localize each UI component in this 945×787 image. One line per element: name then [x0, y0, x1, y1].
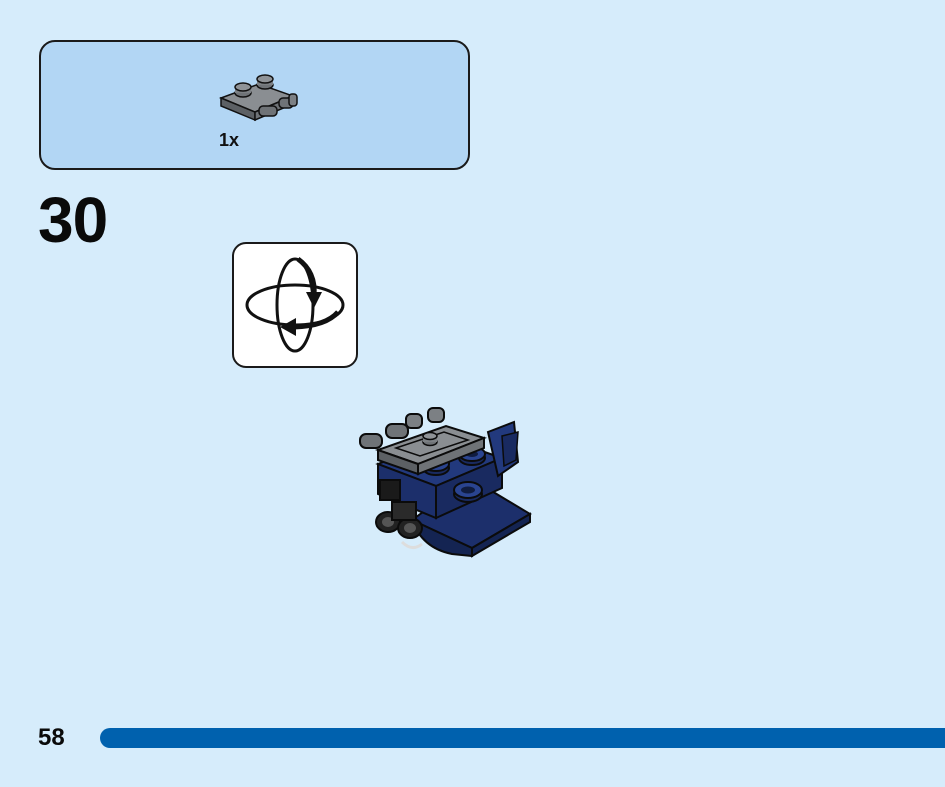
- model-subassembly-illustration: [359, 407, 532, 558]
- parts-callout-box: 1x: [39, 40, 470, 170]
- progress-bar: [100, 728, 945, 748]
- part-quantity: 1x: [219, 130, 240, 150]
- rotate-model-icon: [245, 256, 345, 353]
- rotate-hint-box: [232, 242, 358, 368]
- step-number: 30: [38, 184, 108, 256]
- page-number: 58: [38, 724, 65, 751]
- plate-with-handles-icon: [218, 74, 298, 122]
